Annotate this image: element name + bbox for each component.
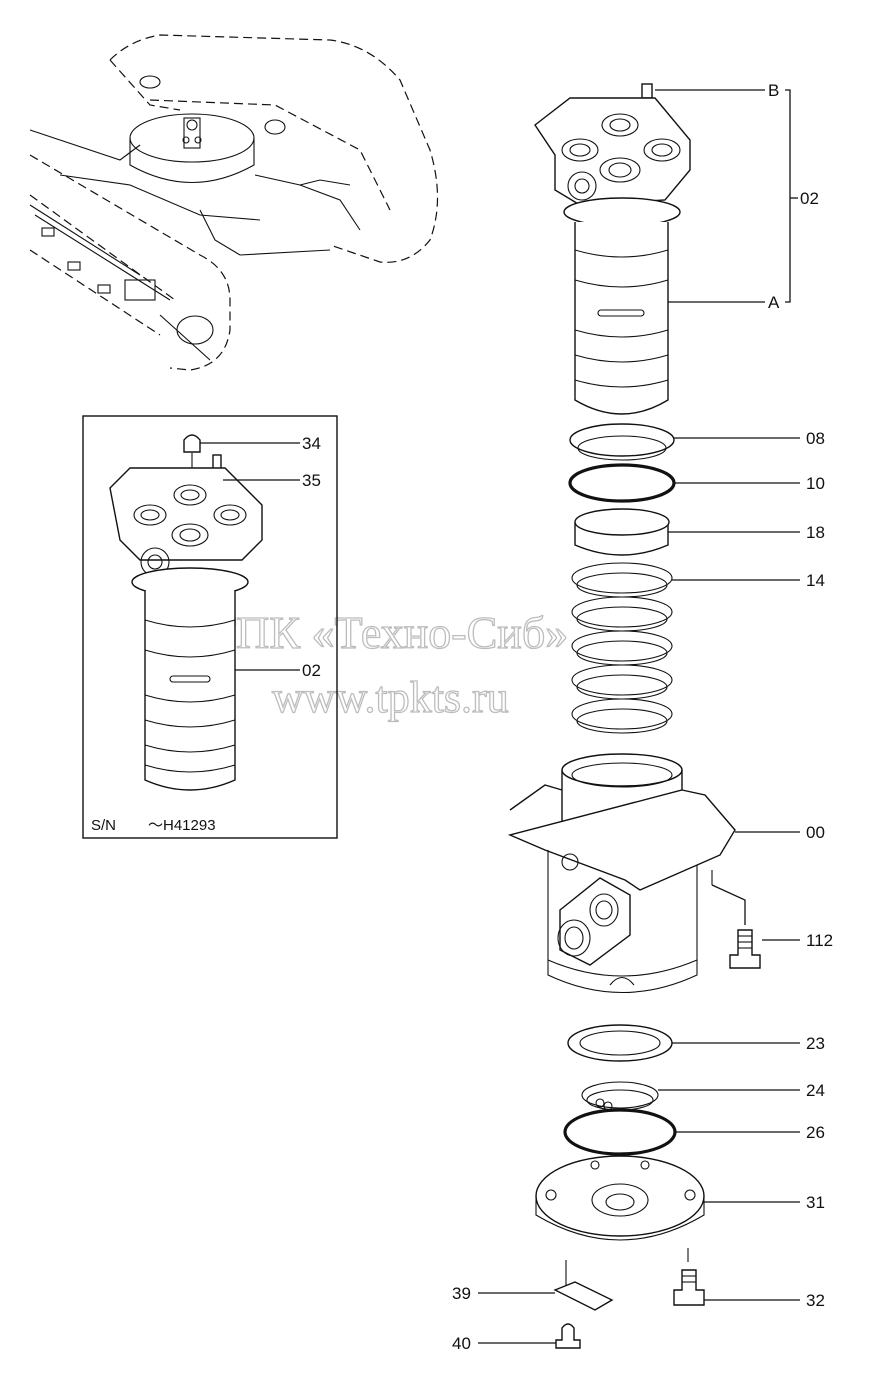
machine-overview-sketch xyxy=(29,34,439,371)
callout-24: 24 xyxy=(806,1081,825,1100)
inset-box: 34 35 02 S/N ～H41293 xyxy=(82,415,338,839)
callout-b: B xyxy=(768,81,779,100)
watermark: ТПК «Техно-Сиб» www.tpkts.ru xyxy=(207,606,569,722)
callout-31: 31 xyxy=(806,1193,825,1212)
serial-prefix: S/N xyxy=(91,817,116,834)
callout-08: 08 xyxy=(806,429,825,448)
callout-112: 112 xyxy=(806,931,833,950)
callout-00: 00 xyxy=(806,823,825,842)
callout-inset-35: 35 xyxy=(302,471,321,490)
callout-32: 32 xyxy=(806,1291,825,1310)
callout-bracket-02: 02 xyxy=(800,189,819,208)
callout-18: 18 xyxy=(806,523,825,542)
callout-39: 39 xyxy=(452,1284,471,1303)
callout-10: 10 xyxy=(806,474,825,493)
watermark-company: ТПК «Техно-Сиб» xyxy=(208,607,568,658)
callout-inset-34: 34 xyxy=(302,434,321,453)
callout-26: 26 xyxy=(806,1123,825,1142)
callout-a: A xyxy=(768,293,780,312)
main-assembly xyxy=(507,83,761,1349)
watermark-url: www.tpkts.ru xyxy=(272,673,509,722)
serial-range: ～H41293 xyxy=(148,817,216,834)
leader-lines xyxy=(478,89,800,1344)
callout-inset-02: 02 xyxy=(302,661,321,680)
callout-labels: B A 02 08 10 18 14 00 112 23 24 26 31 39… xyxy=(452,81,833,1353)
callout-23: 23 xyxy=(806,1034,825,1053)
callout-40: 40 xyxy=(452,1334,471,1353)
callout-14: 14 xyxy=(806,571,825,590)
